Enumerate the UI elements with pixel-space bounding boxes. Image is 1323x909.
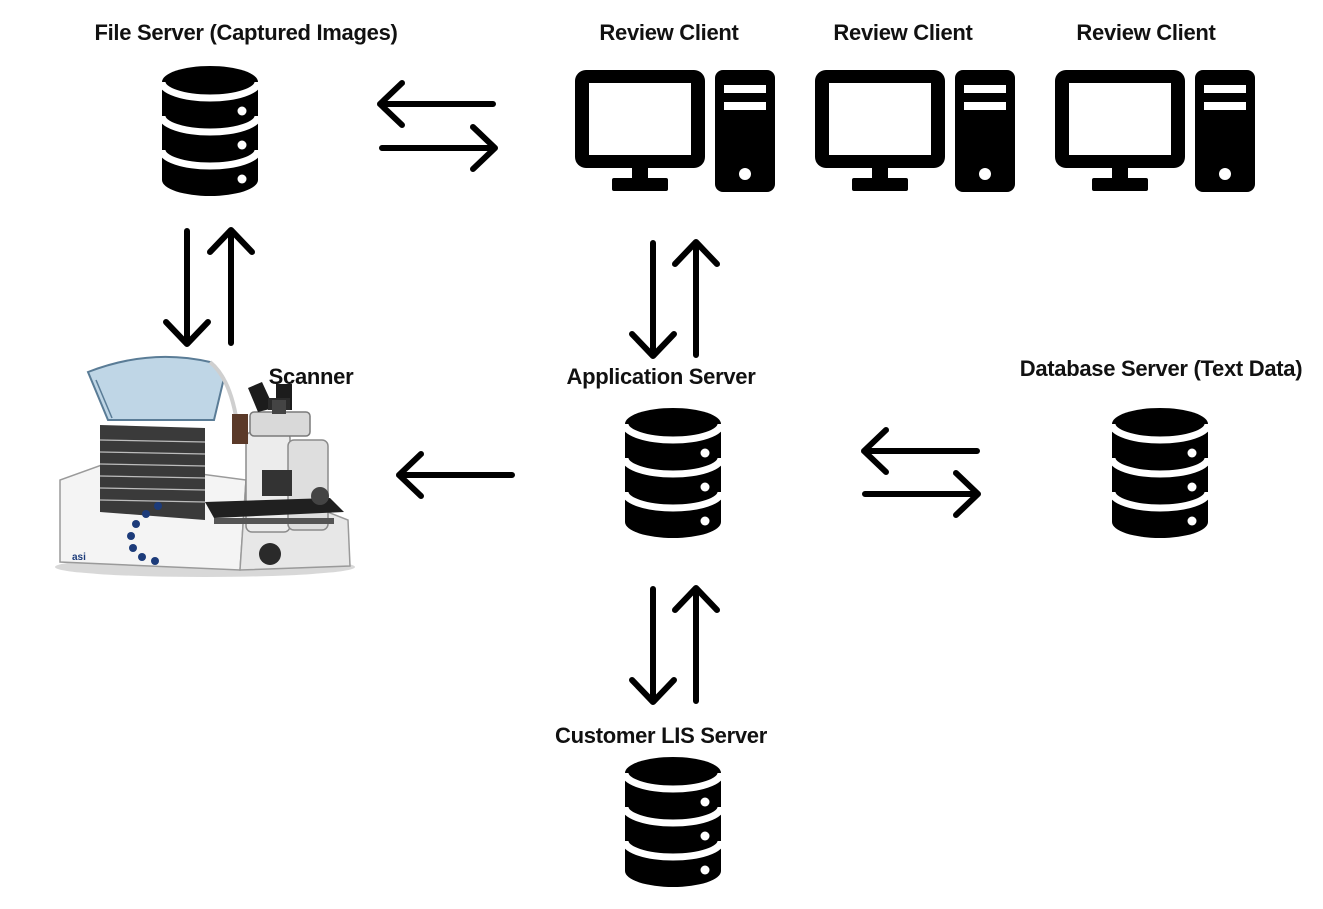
review-client-3-icon xyxy=(1055,70,1255,192)
review-client-2-icon xyxy=(815,70,1015,192)
svg-text:asi: asi xyxy=(72,552,86,563)
scanner-label: Scanner xyxy=(268,364,354,389)
application-server-icon xyxy=(625,408,721,538)
arrow-app-server-to-db xyxy=(865,473,978,515)
database-server-label: Database Server (Text Data) xyxy=(1019,356,1303,381)
arrow-scanner-to-file-server xyxy=(210,230,252,343)
arrow-app-server-to-lis xyxy=(632,589,674,702)
file-server-label: File Server (Captured Images) xyxy=(94,20,398,45)
review-client-1-icon xyxy=(575,70,775,192)
arrow-app-server-to-scanner xyxy=(399,454,512,496)
arrow-app-server-to-client xyxy=(675,242,717,355)
customer-lis-server-icon xyxy=(625,757,721,887)
scanner-icon: asi xyxy=(55,355,355,577)
arrow-client-to-file-server xyxy=(380,83,493,125)
customer-lis-server-label: Customer LIS Server xyxy=(555,723,767,748)
review-client-3-label: Review Client xyxy=(1076,20,1216,45)
file-server-icon xyxy=(162,66,258,196)
application-server-label: Application Server xyxy=(566,364,756,389)
arrow-client-to-app-server xyxy=(632,243,674,356)
arrow-db-to-app-server xyxy=(864,430,977,472)
arrow-file-server-to-scanner xyxy=(166,231,208,344)
review-client-1-label: Review Client xyxy=(599,20,739,45)
database-server-icon xyxy=(1112,408,1208,538)
arrow-lis-to-app-server xyxy=(675,588,717,701)
review-client-2-label: Review Client xyxy=(833,20,973,45)
arrow-file-server-to-client xyxy=(382,127,495,169)
